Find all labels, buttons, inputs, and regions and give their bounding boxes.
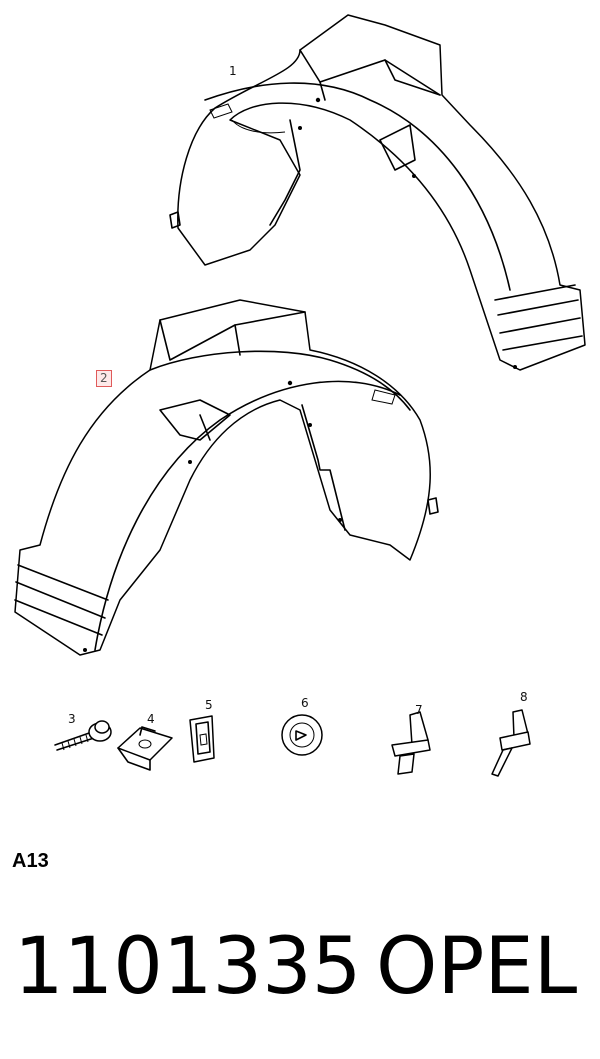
- clip-nut-4: [117, 726, 173, 771]
- callout-3: 3: [68, 712, 76, 726]
- callout-2-highlighted[interactable]: 2: [96, 370, 112, 387]
- callout-8: 8: [520, 690, 528, 704]
- wheel-arch-liner-1: [169, 14, 586, 371]
- parts-diagram: [14, 14, 586, 777]
- callout-1: 1: [229, 64, 237, 78]
- callout-6: 6: [301, 696, 309, 710]
- brand-name: OPEL: [376, 922, 578, 1012]
- callout-7: 7: [415, 703, 423, 717]
- screw-3: [54, 720, 112, 751]
- callout-5: 5: [205, 698, 213, 712]
- spring-clip-5: [189, 715, 215, 763]
- push-rivet-8: [491, 709, 531, 777]
- wheel-arch-liner-2: [14, 299, 439, 656]
- push-rivet-7: [391, 711, 431, 775]
- plug-6: [281, 714, 323, 756]
- section-code: A13: [12, 850, 49, 872]
- callout-4: 4: [147, 712, 155, 726]
- part-number: 1101335: [14, 922, 362, 1012]
